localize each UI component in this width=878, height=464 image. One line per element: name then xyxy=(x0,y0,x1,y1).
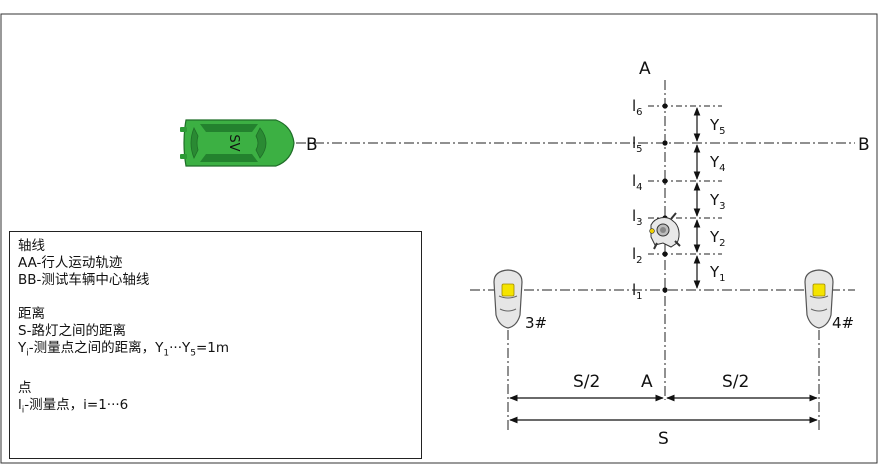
y-label-2: Y2 xyxy=(709,228,726,249)
diagram-frame xyxy=(0,13,878,464)
point-label-5: l5 xyxy=(632,134,643,155)
point-label-3: l3 xyxy=(632,207,643,228)
point-label-4: l4 xyxy=(632,172,643,193)
pedestrian-icon xyxy=(649,212,681,250)
street-lamp-icon xyxy=(493,269,523,329)
y-spacing-labels: Y5 Y4 Y3 Y2 Y1 xyxy=(709,116,726,284)
legend-point-def: li-测量点，i=1···6 xyxy=(18,396,129,416)
car-icon: SV xyxy=(180,119,295,167)
legend-point-heading: 点 xyxy=(18,379,32,396)
point-labels: l6 l5 l4 l3 l2 l1 xyxy=(632,97,643,302)
car-label: SV xyxy=(226,134,241,151)
axis-b-label-left: B xyxy=(306,135,318,155)
lamp-label-4: 4# xyxy=(832,314,854,332)
y-label-1: Y1 xyxy=(709,263,726,284)
legend-distance-heading: 距离 xyxy=(18,306,45,322)
street-lamp-4: 4# xyxy=(804,269,854,332)
axis-a-label-top: A xyxy=(639,59,651,79)
dimension-extension-lines xyxy=(507,330,820,430)
point-label-6: l6 xyxy=(632,97,643,118)
point-label-2: l2 xyxy=(632,245,643,266)
dim-half-right-label: S/2 xyxy=(722,372,749,392)
s-dimension-arrows xyxy=(509,394,818,424)
axis-a-label-bottom: A xyxy=(641,372,653,392)
legend-axis-bb: BB-测试车辆中心轴线 xyxy=(18,272,150,288)
lamp-light-3 xyxy=(501,283,515,297)
lamp-light-4 xyxy=(812,283,826,297)
dim-full-label: S xyxy=(658,429,669,449)
point-label-1: l1 xyxy=(632,281,643,302)
y-label-3: Y3 xyxy=(709,191,726,212)
axis-b-label-right: B xyxy=(858,135,870,155)
y-label-4: Y4 xyxy=(709,153,726,174)
y-label-5: Y5 xyxy=(709,116,726,137)
legend-distance-y: Yi-测量点之间的距离，Y1···Y5=1m xyxy=(18,340,230,359)
street-lamp-3: 3# xyxy=(493,269,547,332)
street-lamp-icon xyxy=(804,269,834,329)
legend-distance-s: S-路灯之间的距离 xyxy=(18,323,126,339)
measurement-point-dots xyxy=(662,103,668,293)
legend-box: 轴线 AA-行人运动轨迹 BB-测试车辆中心轴线 距离 S-路灯之间的距离 Yi… xyxy=(9,231,422,459)
point-ticks xyxy=(648,105,722,255)
legend-axis-aa: AA-行人运动轨迹 xyxy=(18,255,123,271)
dim-half-left-label: S/2 xyxy=(573,372,600,392)
lamp-label-3: 3# xyxy=(525,314,547,332)
legend-axis-heading: 轴线 xyxy=(18,238,45,254)
